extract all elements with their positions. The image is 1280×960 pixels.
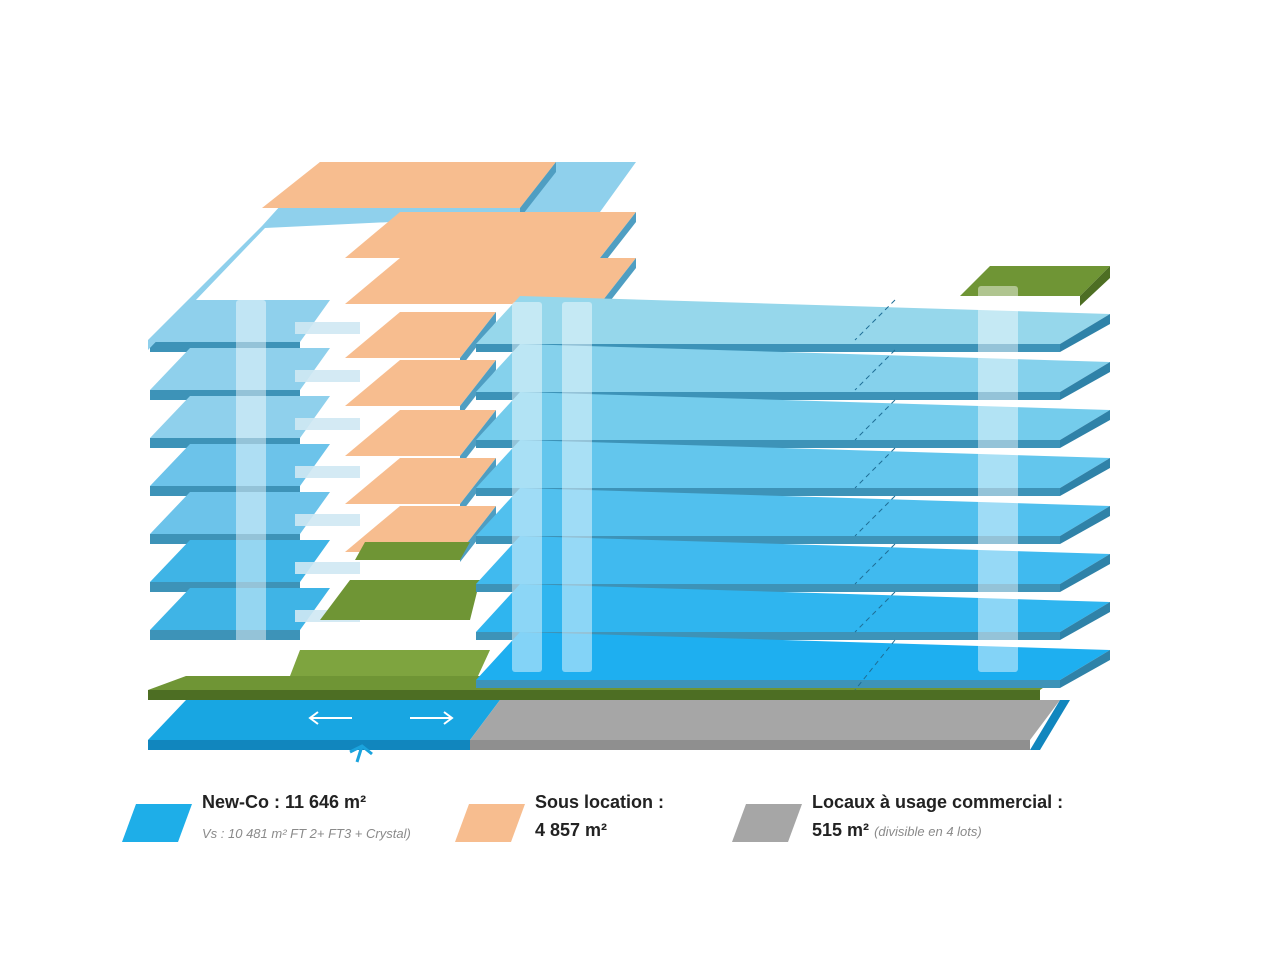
left-floor-slab [150,588,330,630]
left-top-slab [148,162,636,350]
balcony-slab [295,562,360,574]
sous-location-edge [460,360,496,416]
sous-location-zone [345,506,496,552]
left-wing-floors [148,162,636,640]
newco-swatch [122,804,192,842]
balcony-slab [295,370,360,382]
left-floor-slab [150,348,330,390]
sous-location-edge [520,162,556,218]
ground-floor [148,700,1070,750]
division-lines [854,299,896,691]
right-floor-side [1060,314,1110,352]
legend-newco-subtitle: Vs : 10 481 m² FT 2+ FT3 + Crystal) [202,826,411,841]
sous-location-zone [345,410,496,456]
terrace-zone [355,542,470,560]
balcony-slab [295,514,360,526]
right-wing-floors [476,296,1110,688]
legend-commercial-value: 515 m² (divisible en 4 lots) [812,820,982,841]
balcony-slab [295,322,360,334]
balcony-slab [295,466,360,478]
arrow-up-icon [349,744,373,763]
left-floor-slab [150,396,330,438]
right-floor-edge [476,680,1060,688]
right-floor-side [1060,554,1110,592]
sous-location-zone [345,212,636,258]
legend-commercial-area: 515 m² [812,820,870,840]
commercial-swatch [732,804,802,842]
right-floor-slab [476,584,1110,632]
arrow-right-icon [410,711,454,725]
right-floor-side [1060,458,1110,496]
direction-arrows [308,711,454,725]
right-floor-slab [476,296,1110,344]
terrace-zone [320,580,480,620]
legend-newco-title: New-Co : 11 646 m² [202,792,367,812]
left-floor-slab [150,492,330,534]
sous-location-swatch [455,804,525,842]
right-floor-side [1060,602,1110,640]
right-floor-side [1060,506,1110,544]
right-floor-slab [476,488,1110,536]
left-floor-slab [150,444,330,486]
right-floor-slab [476,392,1110,440]
legend-commercial-title: Locaux à usage commercial : [812,792,1064,812]
right-floor-slab [476,344,1110,392]
arrow-left-icon [308,711,352,725]
right-floor-slab [476,536,1110,584]
right-floor-side [1060,650,1110,688]
sous-location-edge [460,312,496,368]
left-floor-edge [150,630,300,640]
right-floor-side [1060,410,1110,448]
sous-location-zone [345,458,496,504]
vertical-cores [236,286,1018,672]
legend-sous-location-title: Sous location : [535,792,665,812]
left-floor-slab [150,540,330,582]
legend-commercial-note: (divisible en 4 lots) [874,824,982,839]
sous-location-floors [262,162,636,620]
sous-location-edge [600,212,636,268]
legend-sous-location-value: 4 857 m² [535,820,608,840]
balcony-slab [295,418,360,430]
right-floor-side [1060,362,1110,400]
left-floor-slab [150,300,330,342]
sous-location-zone [345,258,636,304]
sous-location-zone [262,162,556,208]
sous-location-zone [345,360,496,406]
right-floor-slab [476,632,1110,680]
roof-terrace [960,266,1110,306]
sous-location-zone [345,312,496,358]
right-floor-slab [476,440,1110,488]
